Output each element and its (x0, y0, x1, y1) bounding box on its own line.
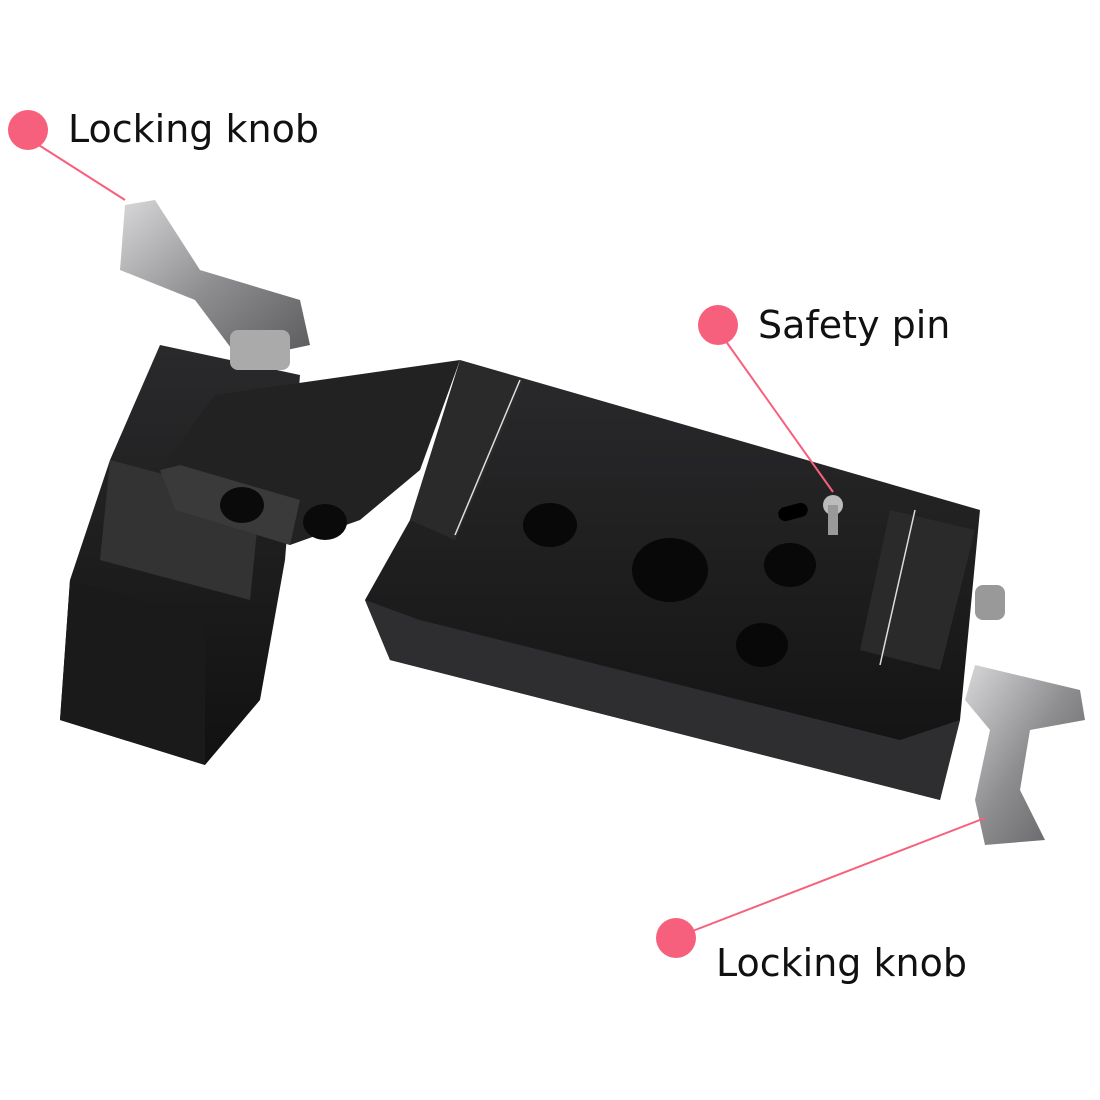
thread-hole (764, 543, 816, 587)
callout-label-locking-knob-bottom: Locking knob (716, 941, 967, 985)
bottom-locking-knob (965, 585, 1085, 845)
top-locking-knob (120, 200, 310, 370)
callout-dot (8, 110, 48, 150)
thread-hole (523, 503, 577, 547)
thread-hole (303, 504, 347, 540)
scale-ruler (454, 379, 916, 666)
mounting-plate (365, 360, 980, 800)
callout-markers (8, 110, 986, 958)
callout-dot (656, 918, 696, 958)
callout-label-safety-pin: Safety pin (758, 303, 951, 347)
thread-hole (632, 538, 708, 602)
thread-hole (736, 623, 788, 667)
callout-label-locking-knob-top: Locking knob (68, 107, 319, 151)
callout-dot (698, 305, 738, 345)
thread-hole (220, 487, 264, 523)
extension-arm (160, 360, 460, 545)
